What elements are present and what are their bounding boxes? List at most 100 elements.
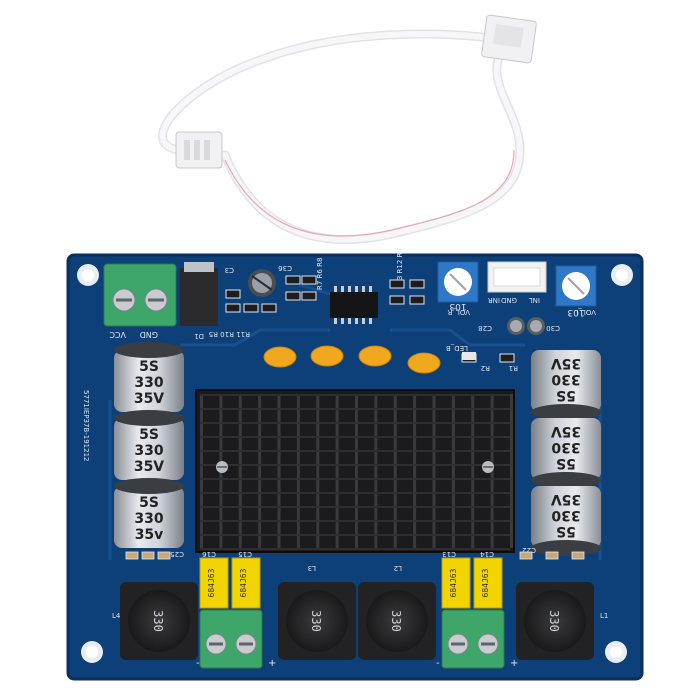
inductor: 330: [278, 582, 356, 660]
film-cap-label: 684J63: [449, 568, 458, 597]
cap-label-series: 5S: [139, 359, 159, 375]
ref-c16: C15: [238, 550, 252, 558]
label-vol-r: VOL_R: [447, 308, 470, 316]
regulator-component: [180, 262, 218, 326]
inductor-label: 330: [309, 610, 323, 632]
small-capacitor: [248, 269, 276, 297]
heatsink-fin: [432, 394, 436, 548]
heatsink-groove: [200, 450, 510, 452]
electrolytic-capacitor: 5S 330 35V: [114, 410, 184, 480]
ref-c36: C36: [278, 264, 292, 272]
film-cap-label: 684J63: [207, 568, 216, 597]
heatsink-fin: [374, 394, 378, 548]
ref-c14: C14: [480, 550, 494, 558]
film-cap-label: 684J63: [481, 568, 490, 597]
ref-c30: C30: [546, 324, 560, 332]
heatsink-groove: [200, 506, 510, 508]
ref-r2: R2: [481, 364, 490, 372]
heatsink: [195, 389, 515, 553]
electrolytic-capacitor: 5S 330 35V: [114, 342, 184, 412]
heatsink-groove: [200, 534, 510, 536]
cable-red-stripe: [224, 149, 515, 237]
pot-label-right: 103: [449, 301, 466, 311]
heatsink-groove: [200, 520, 510, 522]
mounting-hole: [77, 264, 99, 286]
film-capacitor: 684J63: [231, 557, 261, 609]
heatsink-fin: [393, 394, 397, 548]
heatsink-fin: [510, 394, 513, 548]
heatsink-groove: [200, 464, 510, 466]
heatsink-fin: [238, 394, 242, 548]
ref-c3: C3: [225, 266, 234, 274]
electrolytic-capacitor: 5S 330 35v: [114, 478, 184, 548]
electrolytic-capacitor: 5S 330 35V: [531, 350, 601, 420]
heatsink-fin: [335, 394, 339, 548]
heatsink-groove: [200, 422, 510, 424]
cap-label-series: 5S: [556, 387, 576, 403]
op-amp-ic: [330, 286, 378, 324]
cap-label-value: 330: [134, 443, 163, 459]
heatsink-fin: [471, 394, 475, 548]
power-label-vcc: VCC: [109, 330, 126, 339]
cap-label-series: 5S: [556, 455, 576, 471]
heatsink-screw: [216, 461, 228, 473]
cable-connector-right: [481, 14, 537, 64]
speaker-terminal-right: [441, 609, 505, 669]
speaker-terminal-left: [199, 609, 263, 669]
cap-label-voltage: 35V: [551, 491, 581, 507]
mounting-hole: [605, 641, 627, 663]
cap-label-value: 330: [134, 511, 163, 527]
cap-label-voltage: 35V: [551, 355, 581, 371]
cable-connector-left: [175, 131, 223, 169]
cap-label-voltage: 35V: [134, 391, 164, 407]
inductor: 330: [358, 582, 436, 660]
heatsink-groove: [200, 394, 510, 396]
smd-capacitors: [125, 551, 585, 560]
small-capacitor: [527, 317, 545, 335]
ref-l4: L4: [112, 612, 121, 620]
inductor-label: 330: [389, 610, 403, 632]
volume-pot-left: [555, 265, 597, 307]
heatsink-fin: [355, 394, 358, 548]
input-header: [487, 261, 547, 293]
label-vol-l: VOL_L: [574, 308, 596, 316]
status-led: [462, 352, 476, 360]
cable-wire: [159, 31, 508, 154]
resistor-refs-bottom: R11 R10 R5: [209, 330, 250, 338]
heatsink-fin: [200, 394, 203, 548]
ref-l3: L3: [308, 564, 316, 572]
pot-label-left: 103: [567, 307, 584, 317]
film-cap-label: 684J63: [239, 568, 248, 597]
ref-led: LED_B: [446, 344, 468, 352]
film-capacitor: 684J63: [473, 557, 503, 609]
film-capacitor: 684J63: [441, 557, 471, 609]
heatsink-screw: [482, 461, 494, 473]
cap-label-voltage: 35V: [551, 423, 581, 439]
label-inr: INR: [488, 296, 500, 304]
inductor-label: 330: [151, 610, 165, 632]
power-terminal-block: [103, 263, 177, 327]
cap-label-voltage: 35v: [135, 527, 164, 543]
polarity-plus: +: [268, 658, 276, 669]
heatsink-groove: [200, 492, 510, 494]
heatsink-groove: [200, 436, 510, 438]
cap-label-series: 5S: [556, 523, 576, 539]
small-capacitor: [507, 317, 525, 335]
heatsink-fin: [316, 394, 320, 548]
polarity-plus: +: [510, 658, 518, 669]
ref-c28: C28: [478, 324, 492, 332]
input-header-labels: VOL_R INR GND INL VOL_L: [447, 296, 596, 316]
ref-c13: C13: [442, 550, 456, 558]
cap-label-value: 330: [551, 507, 580, 523]
label-inl: INL: [529, 296, 540, 304]
mounting-hole: [81, 641, 103, 663]
cable-assembly: [158, 14, 537, 245]
cap-label-series: 5S: [139, 427, 159, 443]
mounting-hole: [611, 264, 633, 286]
resistor-refs-right: R3 R12 R4: [396, 248, 404, 285]
amplifier-board: VCC GND D1 C3 C36 R7 R6 R8 R11 R10 R5 R3…: [66, 248, 644, 681]
heatsink-groove: [200, 478, 510, 480]
cap-label-voltage: 35V: [134, 459, 164, 475]
label-gnd: GND: [501, 296, 517, 304]
ref-l1: L1: [600, 612, 608, 620]
